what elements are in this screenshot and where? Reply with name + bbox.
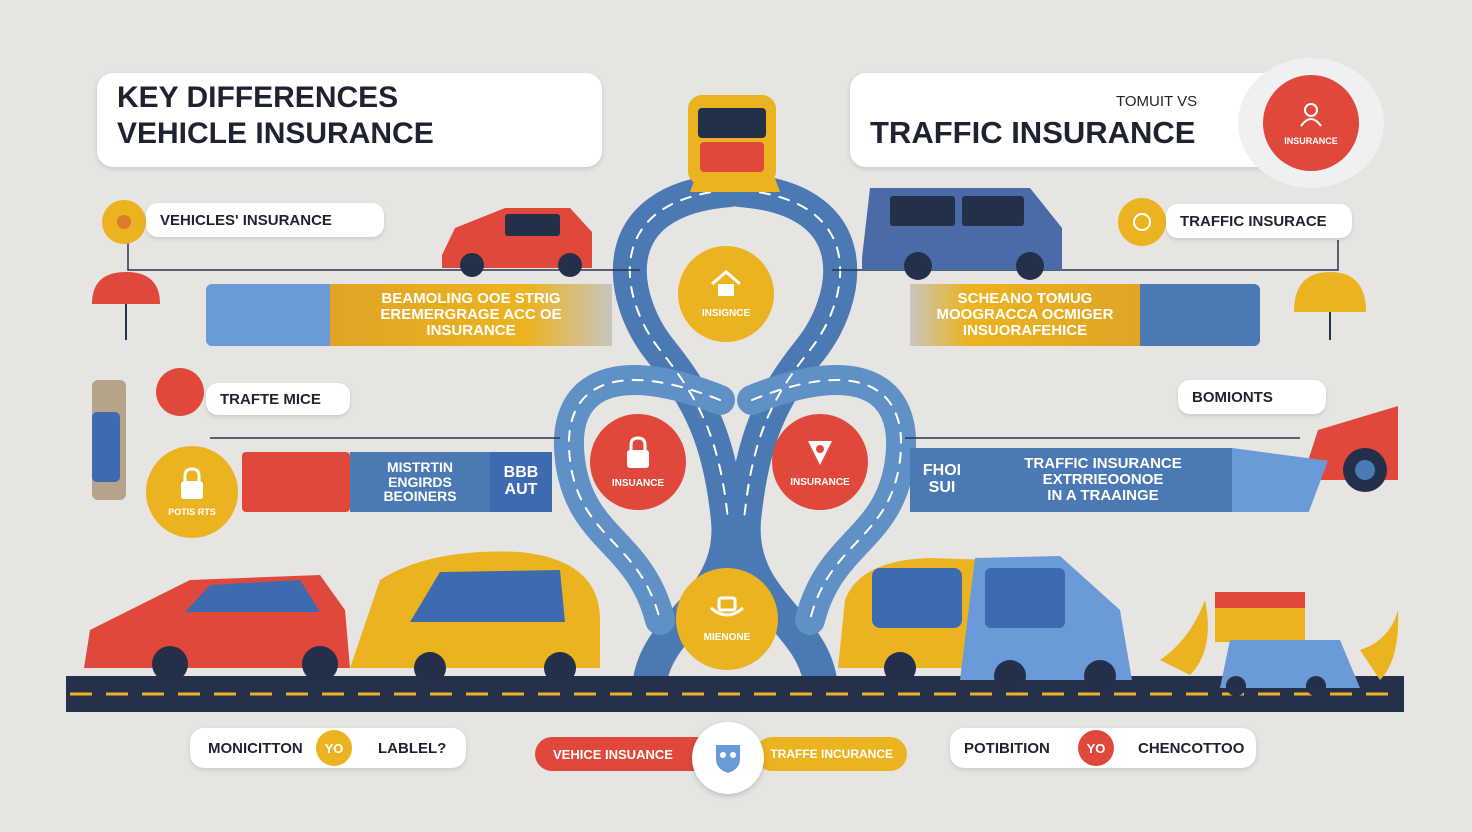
lock-circle-label: POTIS RTS <box>168 507 216 517</box>
center-right-label: INSURANCE <box>790 476 850 488</box>
banner-left-2-side-2: AUT <box>504 481 538 498</box>
center-top-label: INSIGNCE <box>701 307 751 319</box>
yellow-umbrella-icon <box>1294 272 1366 340</box>
marker-dot-right-1 <box>1118 198 1166 246</box>
red-umbrella-icon <box>92 272 160 340</box>
banner-left-1-line2: EREMERGRAGE ACC OE <box>380 306 562 324</box>
compare-left-a: MONICITTON <box>208 740 303 757</box>
banner-left-2-line1: MISTRTIN <box>386 458 454 475</box>
title-main: TRAFFIC INSURANCE <box>870 115 1196 150</box>
center-circle-left: INSUANCE <box>590 414 686 510</box>
lock-icon <box>181 467 203 499</box>
banner-left-2-side-1: BBB <box>503 464 539 482</box>
person-icon <box>1300 103 1322 127</box>
center-bottom-label: MIENONE <box>703 631 751 643</box>
leaf-icon-2 <box>1360 610 1399 680</box>
compare-center-a: VEHICE INSUANCE <box>553 746 673 762</box>
lock-circle-left: POTIS RTS <box>146 446 238 538</box>
cart-icon <box>1215 592 1360 696</box>
center-circle-bottom: MIENONE <box>676 568 778 670</box>
tiles-icon <box>92 380 126 500</box>
banner-right-1-line3: INSUORAFEHICE <box>962 321 1088 339</box>
banner-right-1-line2: MOOGRACCA OCMIGER <box>936 306 1114 324</box>
car-front-icon <box>710 596 744 616</box>
compare-center-a-pill: VEHICE INSUANCE <box>535 737 715 771</box>
banner-right-1: SCHEANO TOMUG MOOGRACCA OCMIGER INSUORAF… <box>910 284 1140 346</box>
marker-dot-left-1 <box>102 200 146 244</box>
leaf-icon <box>1160 600 1208 675</box>
yellow-van-icon <box>838 558 990 684</box>
red-car-icon <box>442 208 592 277</box>
banner-right-2-side: FHOI SUI <box>910 448 974 512</box>
center-circle-right: INSURANCE <box>772 414 868 510</box>
banner-left-1: BEAMOLING OOE STRIG EREMERGRAGE ACC OE I… <box>330 284 612 346</box>
banner-right-1-line1: SCHEANO TOMUG <box>957 290 1093 308</box>
pill-traffic-insurace: TRAFFIC INSURACE <box>1166 204 1352 238</box>
orange-car-icon <box>1305 406 1398 492</box>
compare-right: POTIBITION YO CHENCOTTOO <box>950 728 1256 768</box>
compare-center-badge <box>692 722 764 794</box>
title-badge: INSURANCE <box>1238 58 1384 188</box>
compare-right-vs: YO <box>1078 730 1114 766</box>
banner-left-1-line3: INSURANCE <box>426 321 516 339</box>
banner-right-2-side-2: SUI <box>928 479 956 496</box>
banner-left-1-line1: BEAMOLING OOE STRIG <box>381 290 561 308</box>
compare-right-b: CHENCOTTOO <box>1138 740 1245 757</box>
top-car-icon <box>688 95 780 192</box>
banner-right-2: TRAFFIC INSURANCE EXTRRIEOONOE IN A TRAA… <box>974 448 1232 512</box>
badge-label: INSURANCE <box>1284 136 1338 146</box>
banner-left-2: MISTRTIN ENGIRDS BEOINERS <box>350 452 490 512</box>
banner-right-2-line3: IN A TRAAINGE <box>1047 486 1159 504</box>
compare-left-b: LABLEL? <box>378 740 447 757</box>
title-small: TOMUIT VS <box>1116 93 1198 110</box>
shield-icon <box>808 440 832 465</box>
blue-van-bottom-icon <box>960 556 1132 692</box>
bottom-red-car-icon <box>84 575 350 682</box>
banner-left-2-line2: ENGIRDS <box>388 473 452 490</box>
compare-right-vs-label: YO <box>1086 740 1106 756</box>
banner-right-2-line1: TRAFFIC INSURANCE <box>1024 455 1182 473</box>
banner-left-1-bg <box>206 284 330 346</box>
house-icon <box>711 269 741 296</box>
compare-center-b-pill: TRAFFE INCURANCE <box>755 737 907 771</box>
banner-left-2-bg <box>242 452 350 512</box>
marker-dot-left-2 <box>156 368 204 416</box>
title-card-left: KEY DIFFERENCES VEHICLE INSURANCE <box>97 73 602 167</box>
compare-left-vs-label: YO <box>324 740 344 756</box>
yellow-vehicle-icon <box>350 551 600 684</box>
pill-bomionts: BOMIONTS <box>1178 380 1326 414</box>
compare-left-vs: YO <box>316 730 352 766</box>
mask-shield-icon <box>716 745 740 773</box>
center-circle-top: INSIGNCE <box>678 246 774 342</box>
banner-left-2-line3: BEOINERS <box>383 488 457 505</box>
title-line-1: KEY DIFFERENCES <box>117 81 399 114</box>
lock-icon-center <box>627 435 649 468</box>
compare-right-a: POTIBITION <box>964 740 1050 757</box>
center-left-label: INSUANCE <box>611 477 665 489</box>
banner-right-2-side-1: FHOI <box>922 462 962 480</box>
banner-left-2-side: BBB AUT <box>490 452 552 512</box>
banner-right-1-bg <box>1140 284 1260 346</box>
pill-traffic: TRAFTE MICE <box>206 383 350 415</box>
banner-right-2-line2: EXTRRIEOONOE <box>1042 471 1164 489</box>
title-line-2: VEHICLE INSURANCE <box>117 117 434 150</box>
compare-left: MONICITTON YO LABLEL? <box>190 728 466 768</box>
compare-center-b: TRAFFE INCURANCE <box>770 747 893 761</box>
blue-van-icon <box>862 188 1062 280</box>
title-card-right: TOMUIT VS TRAFFIC INSURANCE <box>850 73 1280 167</box>
pill-vehicles-insurance: VEHICLES' INSURANCE <box>146 203 384 237</box>
